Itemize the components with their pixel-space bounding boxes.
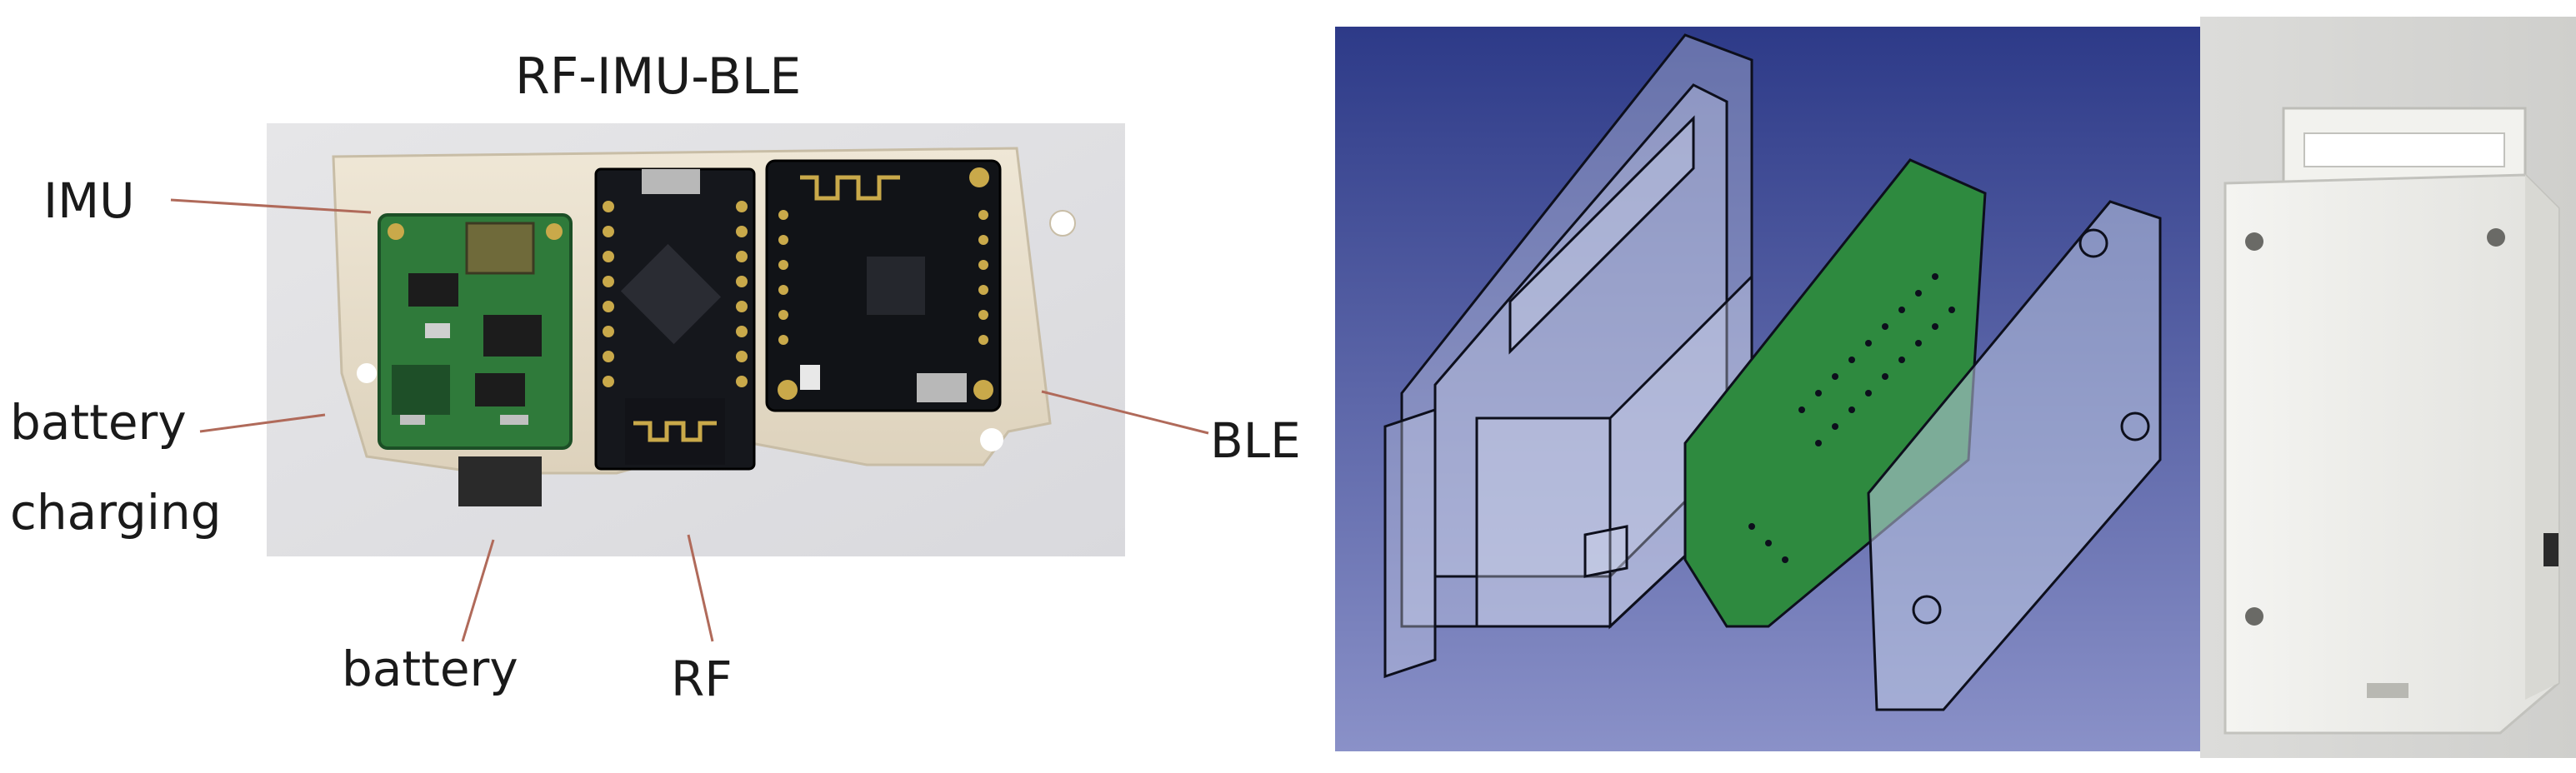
label-battery: battery: [342, 641, 518, 697]
label-rf: RF: [671, 651, 733, 707]
label-ble: BLE: [1210, 412, 1301, 469]
printed-enclosure-photo: [2200, 17, 2576, 758]
label-battery-charging-line2: charging: [10, 484, 222, 541]
figure-title: RF-IMU-BLE: [515, 47, 802, 106]
pcb-assembly-photo: [267, 123, 1125, 556]
cad-exploded-view: [1335, 27, 2200, 751]
label-battery-charging-line1: battery: [10, 394, 187, 451]
label-imu: IMU: [43, 172, 135, 229]
